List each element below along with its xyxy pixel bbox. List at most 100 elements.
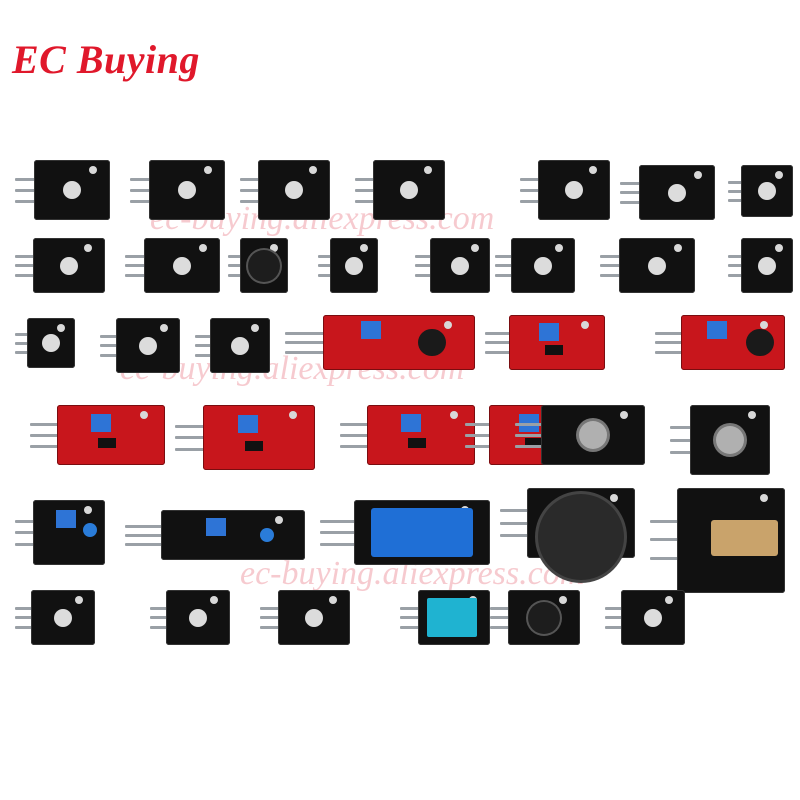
sensor-module-knock	[605, 590, 685, 645]
header-pin	[340, 423, 370, 426]
header-pin	[30, 423, 60, 426]
sensor-module-tracking	[125, 510, 305, 560]
header-pin	[15, 178, 36, 181]
sensor-component	[400, 181, 418, 199]
header-pin	[285, 331, 327, 335]
header-pin	[655, 341, 684, 345]
sensor-module-hall	[15, 238, 105, 293]
sensor-component	[231, 336, 249, 355]
header-pin	[600, 274, 621, 278]
sensor-component	[345, 256, 363, 275]
sensor-module-blue-switch	[318, 238, 378, 293]
header-pin	[195, 334, 212, 338]
mounting-hole	[759, 494, 768, 502]
header-pin	[195, 344, 212, 348]
sensor-module-photoresistor	[15, 590, 95, 645]
sensor-module-button	[728, 165, 793, 217]
joystick-cap	[537, 493, 625, 580]
sensor-component	[60, 256, 78, 275]
sensor-module-microphone	[285, 315, 475, 370]
header-pin	[515, 444, 544, 448]
potentiometer	[55, 509, 76, 528]
header-pin	[620, 201, 641, 205]
header-pin	[285, 351, 327, 355]
header-pin	[520, 199, 540, 203]
header-pin	[500, 509, 530, 512]
mounting-hole	[760, 321, 768, 329]
sensor-module-reed	[620, 165, 715, 220]
header-pin	[130, 178, 151, 181]
sensor-module-led-white	[355, 160, 445, 220]
header-pin	[400, 626, 420, 630]
header-pin	[620, 191, 641, 195]
header-pin	[15, 264, 35, 268]
header-pin	[15, 351, 29, 354]
header-pin	[355, 178, 375, 181]
header-pin	[490, 606, 510, 610]
header-pin	[400, 616, 420, 620]
mounting-hole	[250, 324, 259, 332]
potentiometer	[707, 320, 727, 339]
header-pin	[495, 264, 513, 268]
sensor-component	[63, 181, 81, 199]
header-pin	[125, 274, 146, 278]
sensor-module-ir-receiver	[260, 590, 350, 645]
header-pin	[125, 543, 165, 546]
header-pin	[15, 519, 35, 523]
header-pin	[485, 351, 512, 355]
header-pin	[15, 626, 33, 630]
pcb-board	[367, 405, 475, 465]
mounting-hole	[774, 244, 783, 252]
sensor-component	[648, 256, 666, 275]
sensor-component	[189, 608, 207, 627]
header-pin	[485, 341, 512, 345]
header-pin	[125, 534, 165, 537]
chip	[525, 438, 543, 448]
mounting-hole	[609, 494, 618, 502]
header-pin	[228, 254, 242, 258]
header-pin	[125, 525, 165, 528]
header-pin	[30, 444, 60, 448]
header-pin	[515, 433, 544, 437]
chip	[97, 438, 116, 448]
header-pin	[100, 344, 118, 348]
buzzer-body	[528, 601, 560, 634]
sensor-module-photo-led	[600, 238, 695, 293]
header-pin	[728, 189, 743, 193]
header-pin	[15, 333, 29, 336]
pcb-board	[323, 315, 475, 370]
header-pin	[240, 178, 260, 181]
header-pin	[175, 424, 206, 428]
header-pin	[355, 199, 375, 203]
mounting-hole	[620, 411, 628, 419]
sensor-component	[668, 183, 686, 202]
mounting-hole	[84, 506, 92, 514]
potentiometer	[90, 414, 111, 432]
header-pin	[728, 274, 743, 278]
mounting-hole	[139, 411, 148, 419]
mounting-hole	[581, 321, 589, 329]
sensor-module-led	[15, 160, 110, 220]
mounting-hole	[774, 171, 783, 179]
header-pin	[600, 254, 621, 258]
header-pin	[15, 254, 35, 258]
sensor-module-thermistor	[100, 318, 180, 373]
header-pin	[320, 531, 358, 535]
header-pin	[515, 423, 544, 426]
header-pin	[605, 626, 623, 630]
header-pin	[175, 447, 206, 451]
mounting-hole	[203, 166, 212, 174]
sensor-component	[758, 182, 776, 200]
header-pin	[670, 451, 692, 455]
sensor-module-relay	[320, 500, 490, 565]
pcb-board	[57, 405, 165, 465]
header-pin	[670, 438, 692, 442]
ir-emitter	[82, 522, 97, 537]
header-pin	[15, 606, 33, 610]
sensor-module-ds18b20	[195, 318, 270, 373]
mounting-hole	[160, 324, 168, 332]
sensor-module-buzzer	[228, 238, 288, 293]
sensor-module-mercury-tilt	[415, 238, 490, 293]
header-pin	[605, 616, 623, 620]
sensor-component	[54, 608, 72, 627]
